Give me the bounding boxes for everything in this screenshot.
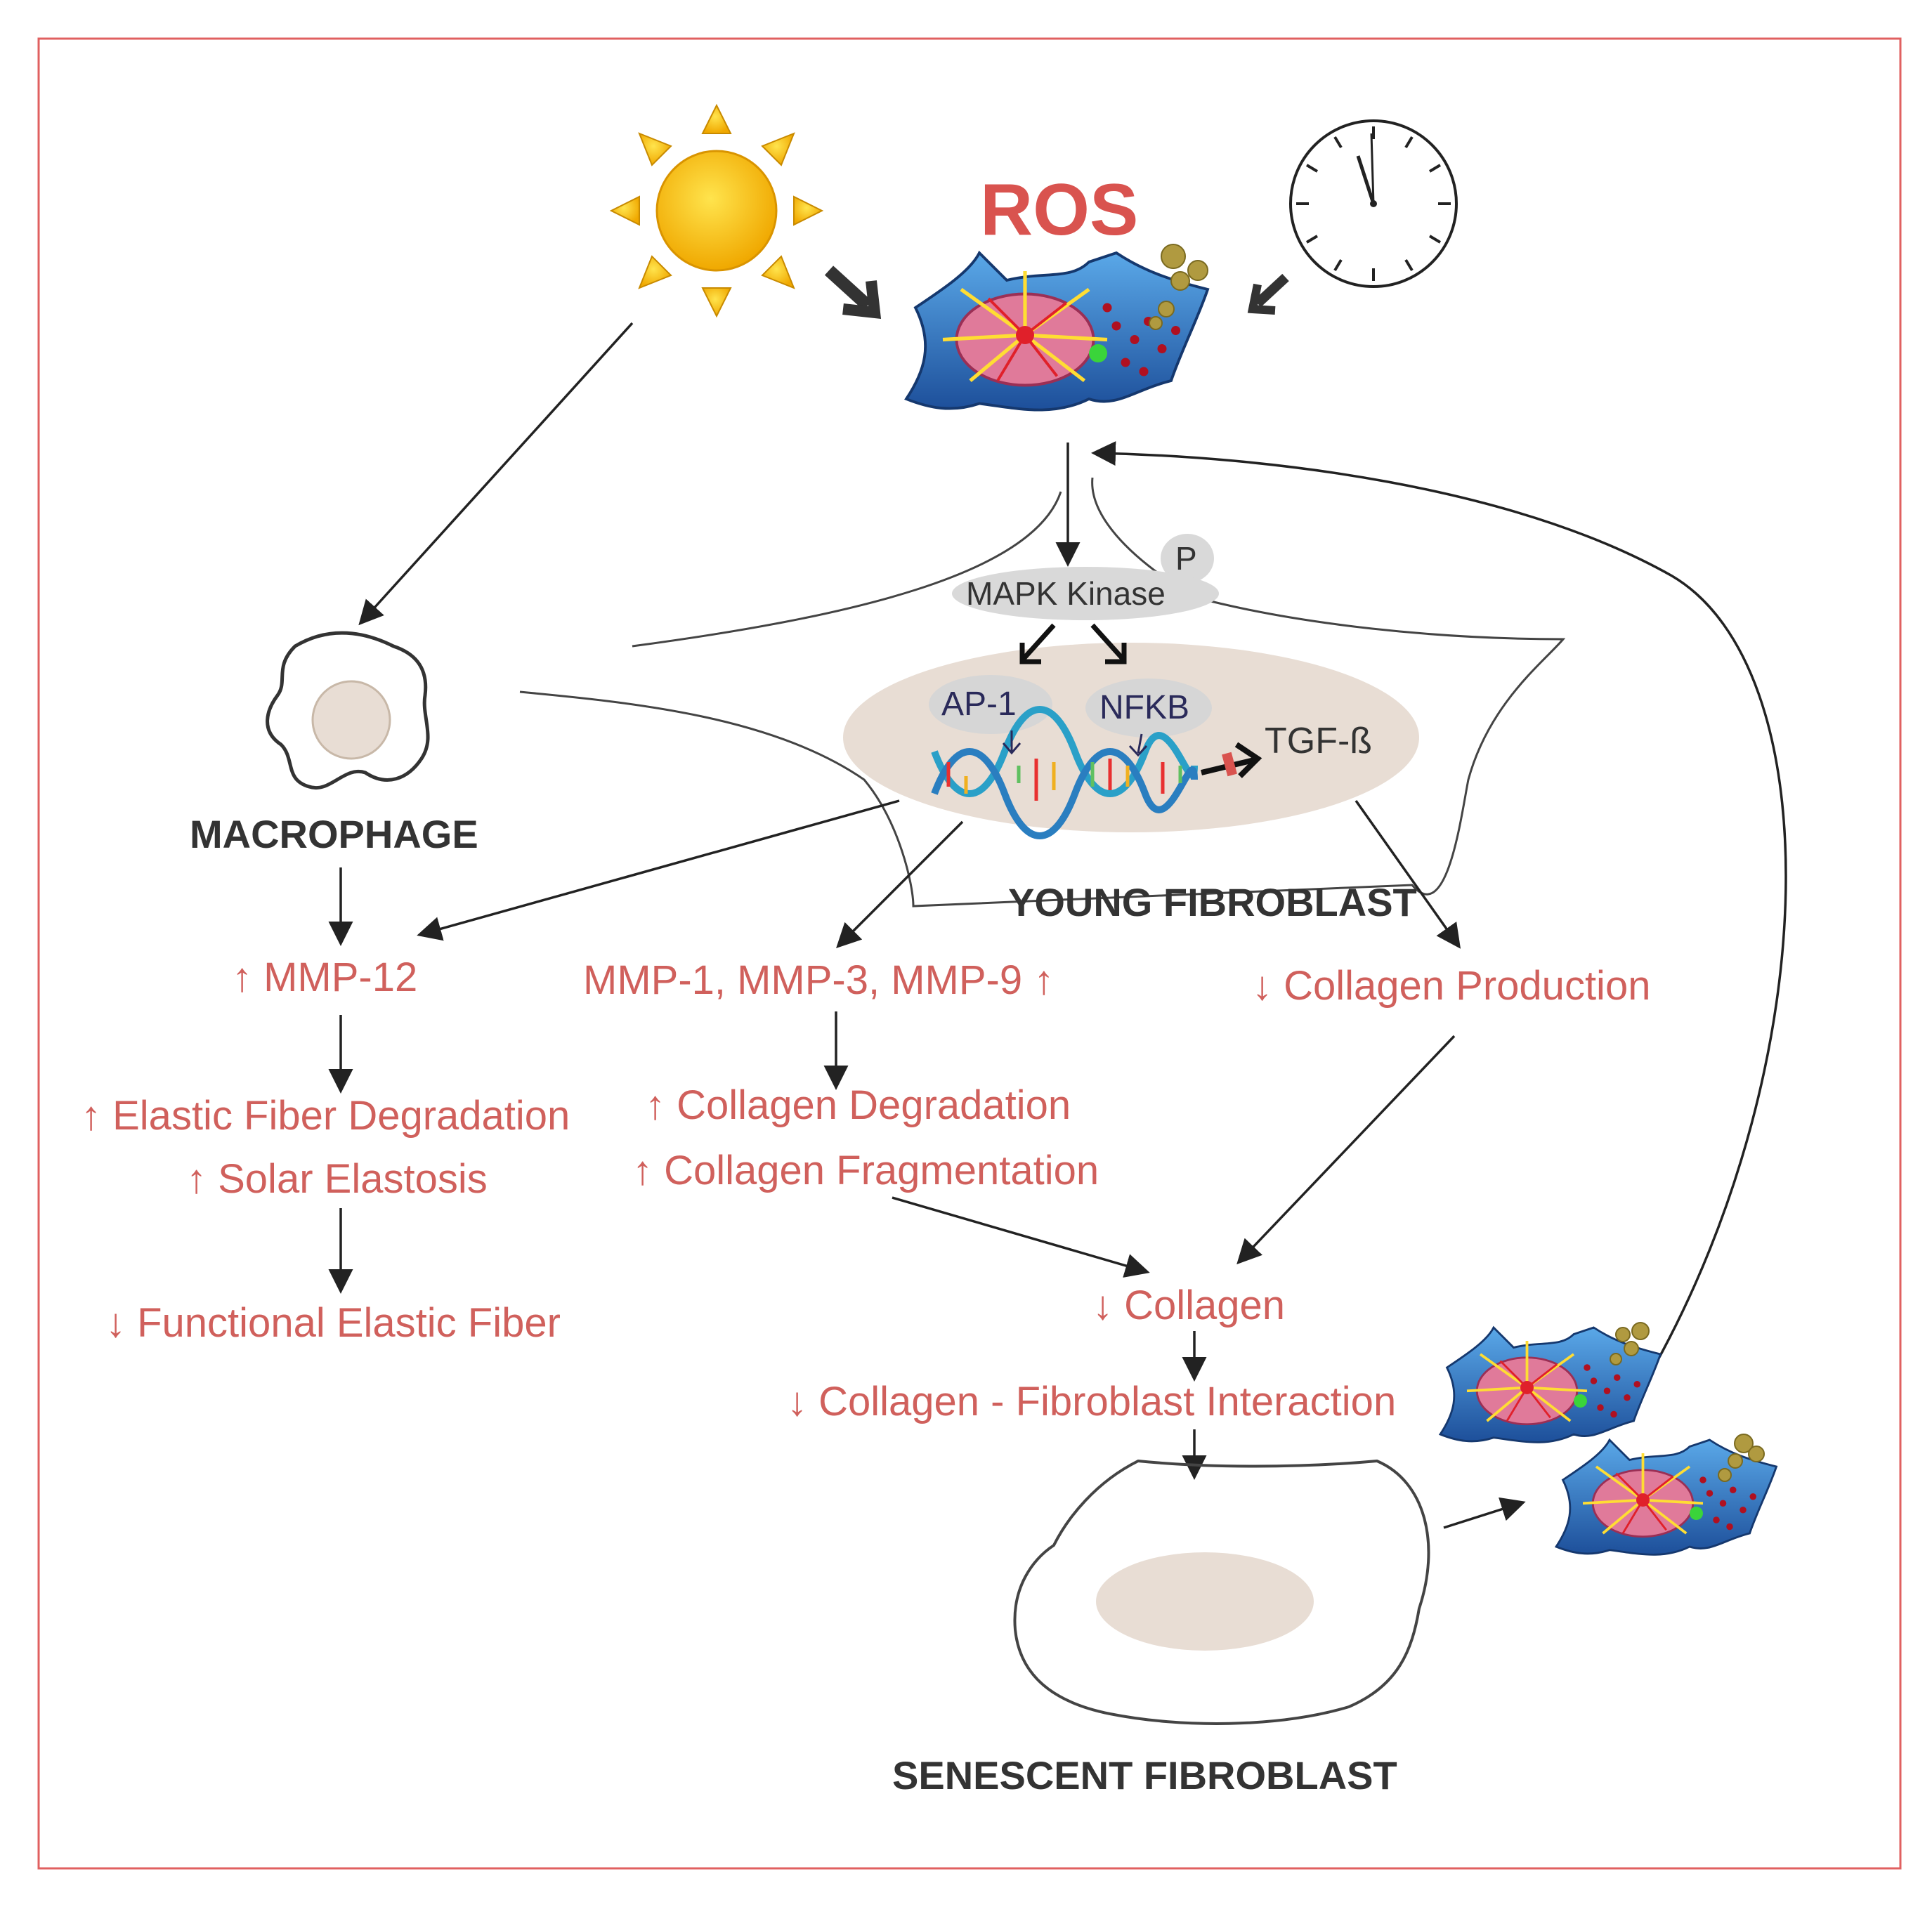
- production-to-collagen-arrow: [1236, 1035, 1456, 1265]
- nfkb-label: NFKB: [1099, 689, 1190, 726]
- tgf-beta-label: TGF-ß: [1265, 721, 1373, 761]
- collagen-text: ↓ Collagen: [1092, 1283, 1286, 1328]
- young-fibroblast-outline: [519, 477, 1566, 907]
- macrophage-nucleus: [311, 680, 391, 760]
- sun-icon: [609, 103, 824, 318]
- young-fibroblast-label: YOUNG FIBROBLAST: [1008, 880, 1417, 924]
- solar-elastosis-text: ↑ Solar Elastosis: [186, 1156, 488, 1202]
- senescent-to-ros-cell-arrow: [1443, 1497, 1526, 1529]
- mmps-text: MMP-1, MMP-3, MMP-9 ↑: [583, 957, 1055, 1003]
- diagram-title: ROS: [980, 169, 1139, 251]
- collagen-degradation-text: ↑ Collagen Degradation: [645, 1082, 1071, 1128]
- dna-to-mmps-arrow: [836, 820, 964, 948]
- functional-elastic-text: ↓ Functional Elastic Fiber: [105, 1300, 561, 1346]
- frame-border: [37, 37, 1902, 1870]
- nfkb-bubble: [1085, 679, 1212, 738]
- antioxidant-particles-small: [1610, 1322, 1765, 1482]
- fragmentation-to-collagen-arrow: [892, 1196, 1150, 1278]
- mapk-kinase-label: MAPK Kinase: [966, 575, 1166, 612]
- mapk-bubble: [952, 567, 1219, 620]
- collagen-fibroblast-interaction-text: ↓ Collagen - Fibroblast Interaction: [787, 1379, 1397, 1424]
- young-fibroblast-tail: [632, 491, 1062, 648]
- ros-damaged-cell: [906, 253, 1208, 410]
- nucleus-to-collagen-production-arrow: [1355, 799, 1461, 949]
- senescent-fibroblast-outline: [1013, 1459, 1430, 1725]
- feedback-loop-arrow: [1091, 441, 1787, 1367]
- phospho-label: P: [1175, 540, 1197, 577]
- collagen-production-text: ↓ Collagen Production: [1252, 963, 1651, 1009]
- tf-binding-arrows: [1002, 730, 1148, 757]
- clock-icon: [1289, 119, 1458, 288]
- tgf-blocked-arrow: [1201, 742, 1262, 778]
- collagen-fragmentation-text: ↑ Collagen Fragmentation: [632, 1148, 1099, 1193]
- macrophage-outline: [266, 631, 430, 790]
- macrophage-label: MACROPHAGE: [190, 812, 478, 856]
- mmp12-text: ↑ MMP-12: [232, 955, 418, 1000]
- senescent-fibroblast-nucleus: [1096, 1552, 1314, 1651]
- clock-to-ros-arrow: [1247, 273, 1289, 315]
- ros-damaged-cell-3: [1555, 1439, 1778, 1557]
- phospho-bubble: [1161, 534, 1214, 583]
- senescent-fibroblast-label: SENESCENT FIBROBLAST: [892, 1753, 1397, 1797]
- elastic-degradation-text: ↑ Elastic Fiber Degradation: [81, 1093, 570, 1139]
- antioxidant-particles: [1149, 244, 1208, 330]
- dna-helix: [931, 706, 1198, 839]
- sun-to-ros-arrow: [824, 266, 882, 320]
- ap1-label: AP-1: [941, 686, 1017, 723]
- mapk-split-arrows: [1019, 623, 1127, 664]
- dna-to-mmp12-arrow: [417, 799, 900, 941]
- sun-to-macrophage-arrow: [358, 322, 634, 626]
